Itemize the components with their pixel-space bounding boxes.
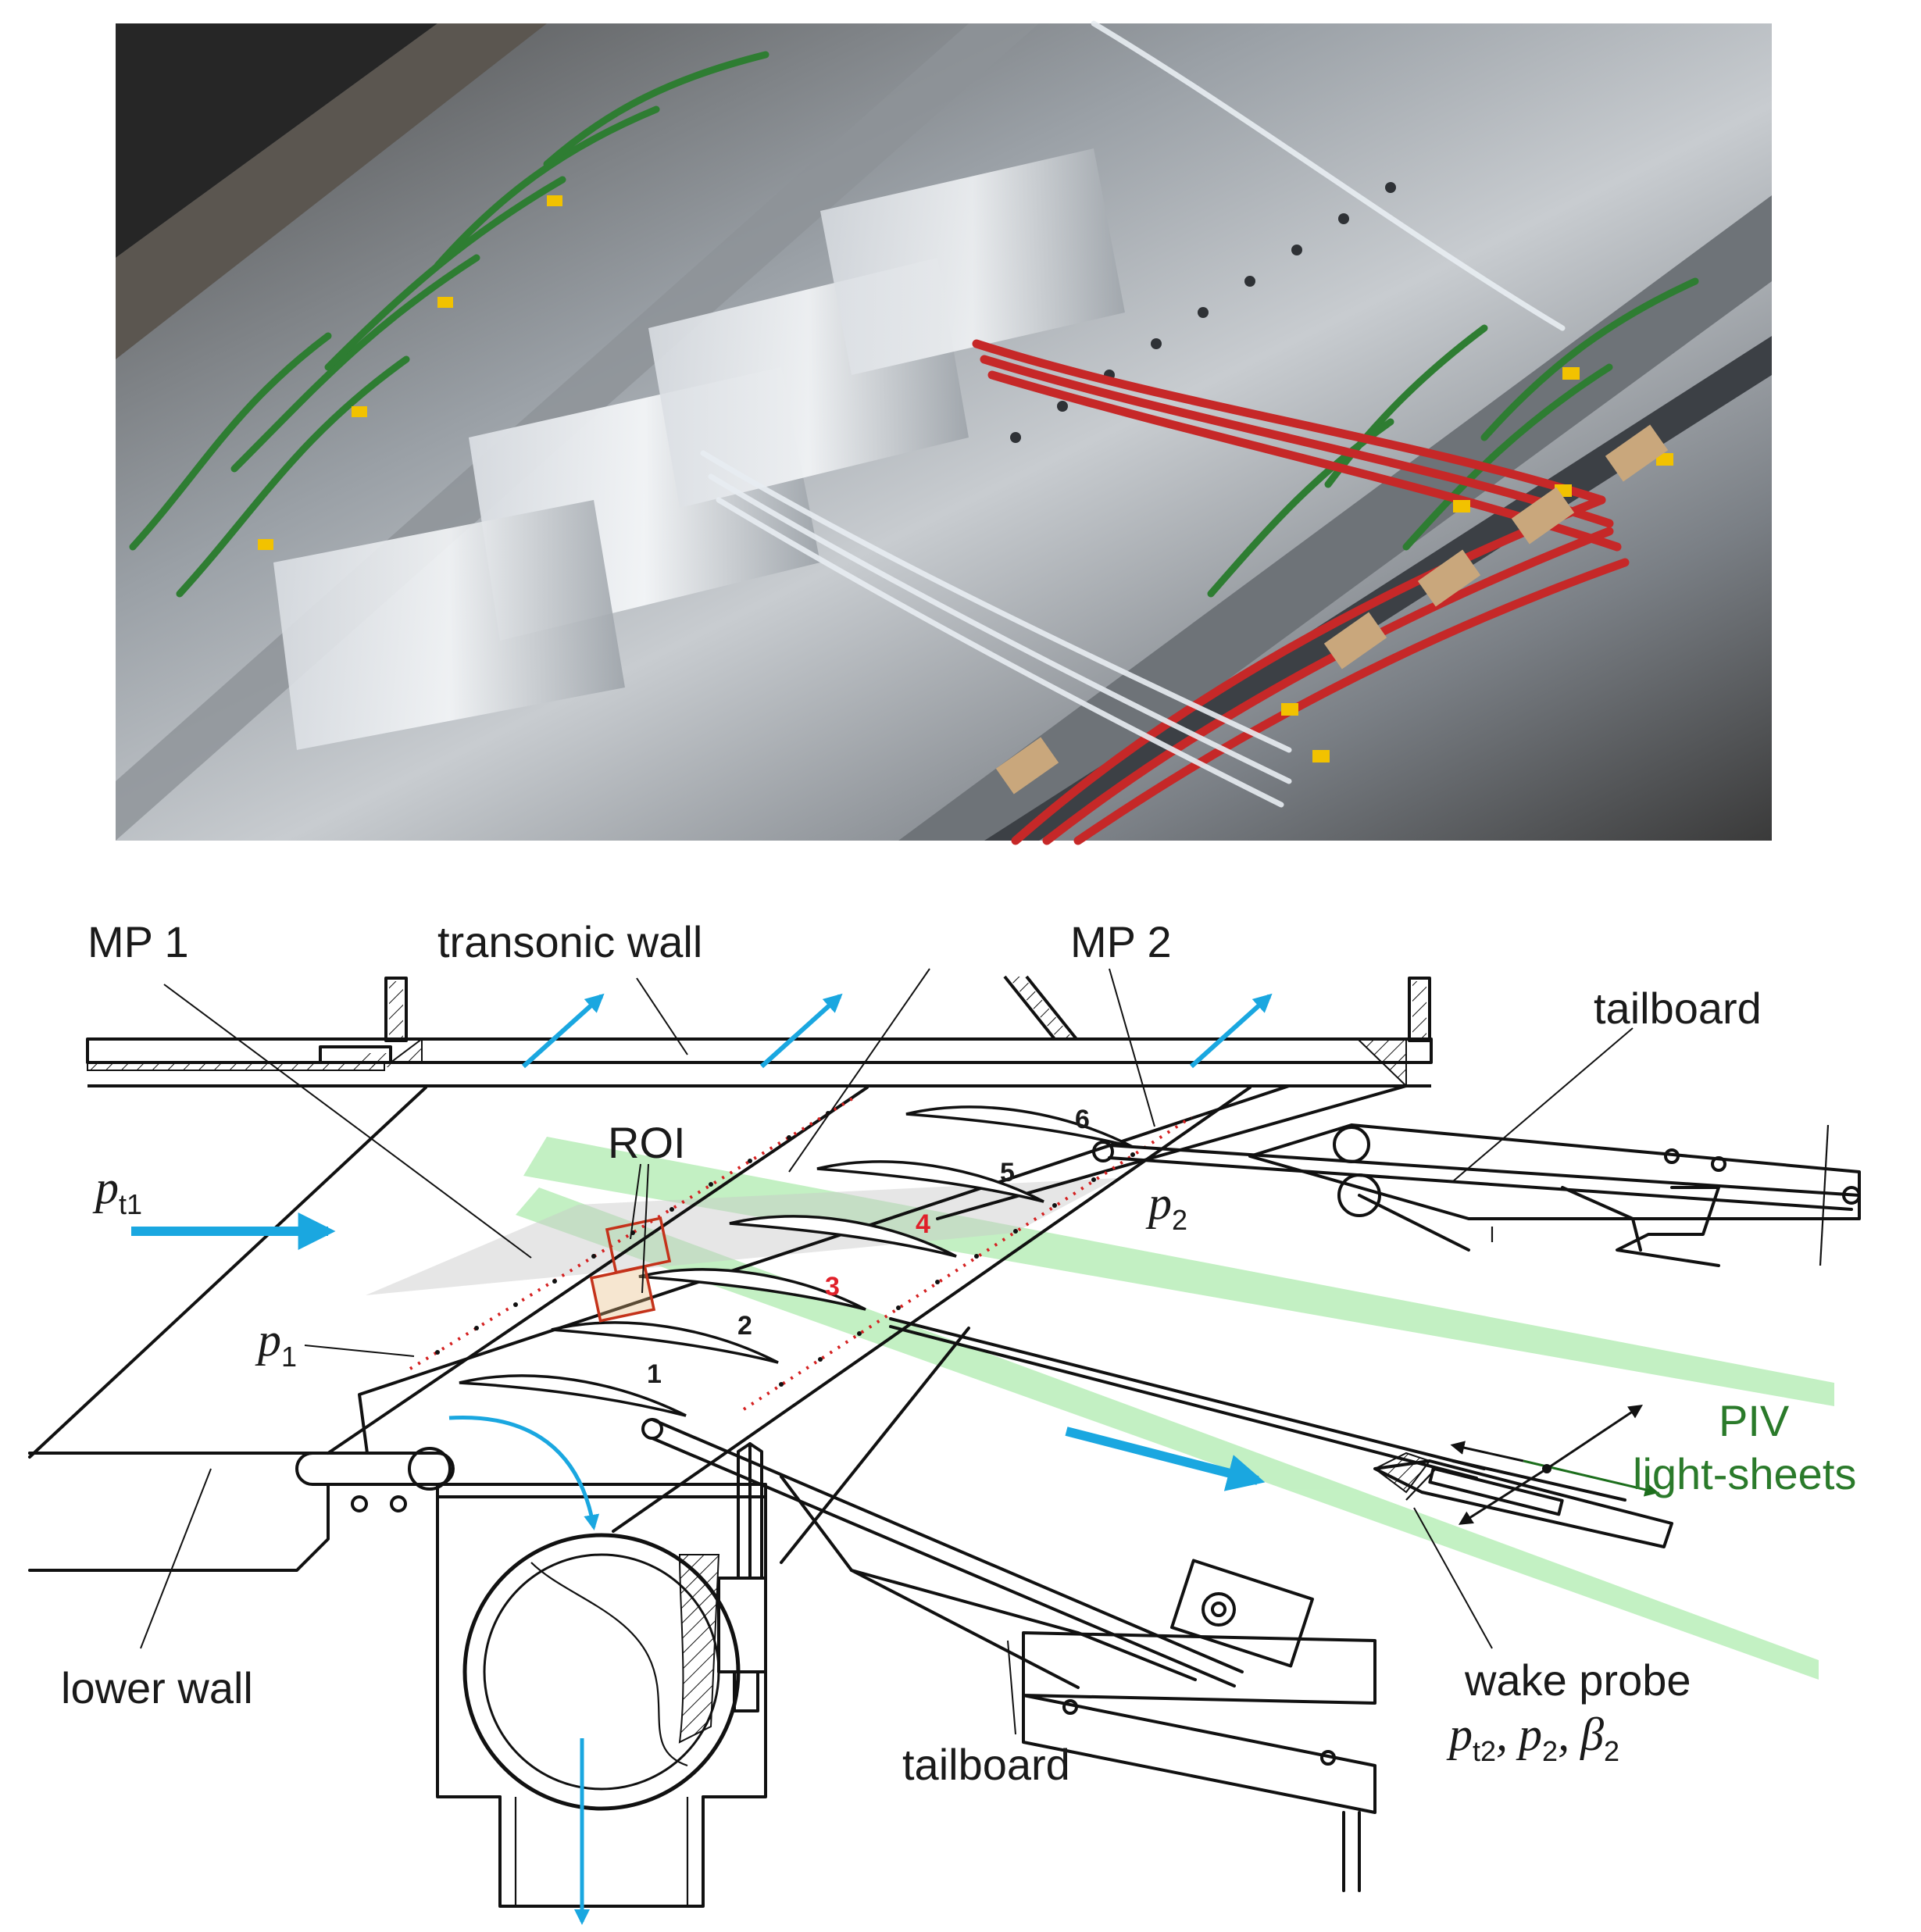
bleed-arrow-3 (1189, 993, 1273, 1069)
lower-wall-drawing (28, 1447, 767, 1908)
lower-wall-label: lower wall (61, 1663, 253, 1712)
transonic-wall-label: transonic wall (437, 917, 702, 966)
piv-light-sheets (516, 1137, 1834, 1680)
blade-6-label: 6 (1075, 1105, 1090, 1134)
tailboard-top-label: tailboard (1594, 984, 1762, 1033)
roi-plane (366, 1178, 1117, 1295)
cascade-outline (28, 1084, 1408, 1564)
tailboard-bottom-label: tailboard (902, 1740, 1070, 1789)
piv-label-line2: light-sheets (1633, 1449, 1856, 1498)
bleed-arrow-1 (521, 993, 605, 1069)
piv-label-line1: PIV (1719, 1396, 1790, 1445)
mp2-label: MP 2 (1070, 917, 1172, 966)
pt1-label: pt1 (92, 1162, 142, 1220)
blade-3 (638, 1268, 866, 1311)
blade-1-label: 1 (647, 1359, 662, 1389)
outlet-flow-arrow (1065, 1427, 1266, 1491)
wake-probe-drawing (889, 1317, 1673, 1548)
schematic: MP 1 transonic wall MP 2 tailboard ROI p… (28, 917, 1861, 1925)
p1-label: p1 (255, 1314, 297, 1373)
blade-5-label: 5 (1000, 1158, 1015, 1187)
wake-probe-quantities: pt2,p2,β2 (1446, 1709, 1619, 1767)
roi-label: ROI (608, 1118, 686, 1167)
blade-4-label: 4 (916, 1209, 930, 1239)
bleed-arrow-2 (759, 993, 843, 1069)
tailboard-bottom-drawing (641, 1418, 1376, 1892)
blade-4 (729, 1215, 957, 1258)
suction-arrow (448, 1415, 600, 1530)
wake-probe-label: wake probe (1464, 1655, 1691, 1705)
test-section-photo (116, 20, 1772, 845)
roi-box-lower (589, 1265, 656, 1323)
leader-lines (140, 968, 1634, 1735)
blade-5 (816, 1160, 1044, 1203)
mp1-label: MP 1 (87, 917, 189, 966)
blade-1 (459, 1374, 687, 1417)
blade-2 (551, 1321, 779, 1364)
tailboard-top-drawing (1092, 1123, 1861, 1267)
blade-6 (905, 1105, 1134, 1148)
transonic-wall-drawing (86, 975, 1433, 1088)
p2-label: p2 (1145, 1177, 1187, 1236)
blade-3-label: 3 (825, 1272, 840, 1302)
blade-2-label: 2 (737, 1311, 752, 1341)
flow-arrows (131, 993, 1273, 1925)
